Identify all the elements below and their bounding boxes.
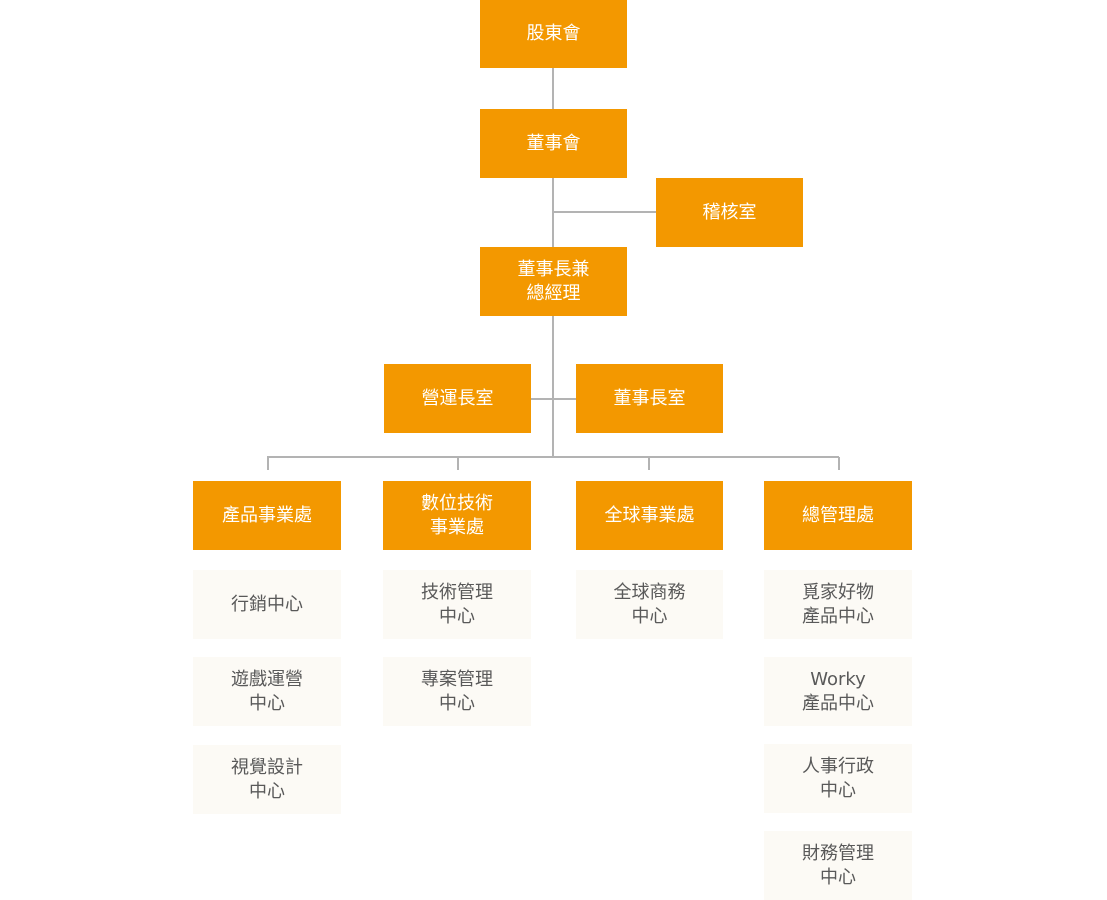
chairman-office-box: 董事長室: [576, 364, 723, 433]
division-product-box: 產品事業處: [193, 481, 341, 550]
chairman-box: 董事長兼 總經理: [480, 247, 627, 316]
division-admin-box: 總管理處: [764, 481, 912, 550]
board-box: 董事會: [480, 109, 627, 178]
center-box: 遊戲運營 中心: [193, 657, 341, 726]
division-global-box: 全球事業處: [576, 481, 723, 550]
center-box: Worky 產品中心: [764, 657, 912, 726]
division-digital-box: 數位技術 事業處: [383, 481, 531, 550]
center-box: 技術管理 中心: [383, 570, 531, 639]
center-box: 行銷中心: [193, 570, 341, 639]
center-box: 人事行政 中心: [764, 744, 912, 813]
center-box: 財務管理 中心: [764, 831, 912, 900]
center-box: 全球商務 中心: [576, 570, 723, 639]
center-box: 覓家好物 產品中心: [764, 570, 912, 639]
center-box: 視覺設計 中心: [193, 745, 341, 814]
shareholders-box: 股東會: [480, 0, 627, 68]
center-box: 專案管理 中心: [383, 657, 531, 726]
audit-office-box: 稽核室: [656, 178, 803, 247]
coo-office-box: 營運長室: [384, 364, 531, 433]
